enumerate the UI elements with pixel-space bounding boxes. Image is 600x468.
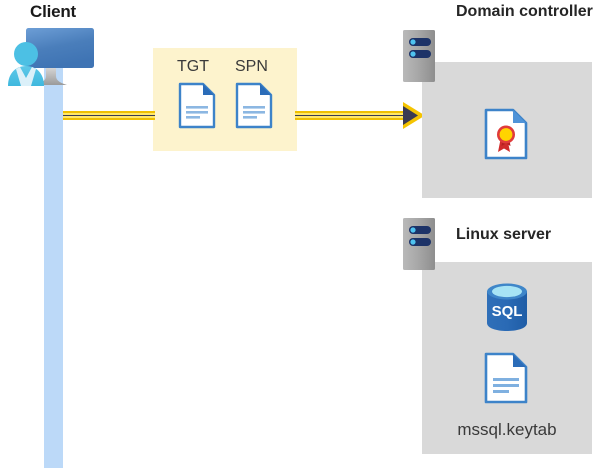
tgt-label: TGT [177,58,209,75]
keytab-document-icon [484,352,528,404]
linux-server-title: Linux server [456,226,552,243]
arrow-line-left [63,111,155,120]
domain-controller-title: Domain controller [456,3,593,20]
arrow-head-icon [403,102,425,129]
user-monitor-icon [8,26,94,92]
client-title: Client [30,2,77,21]
tgt-document-icon [178,82,216,129]
sql-database-icon: SQL [484,282,530,332]
spn-label: SPN [235,58,268,75]
server-rack-icon [403,30,435,82]
keytab-filename-label: mssql.keytab [457,420,557,439]
client-lifeline [44,62,63,468]
svg-text:SQL: SQL [492,303,523,320]
arrow-line-right [295,111,410,120]
certificate-document-icon [484,108,528,160]
spn-document-icon [235,82,273,129]
server-rack-icon [403,218,435,270]
message-box: TGT SPN [153,48,297,151]
